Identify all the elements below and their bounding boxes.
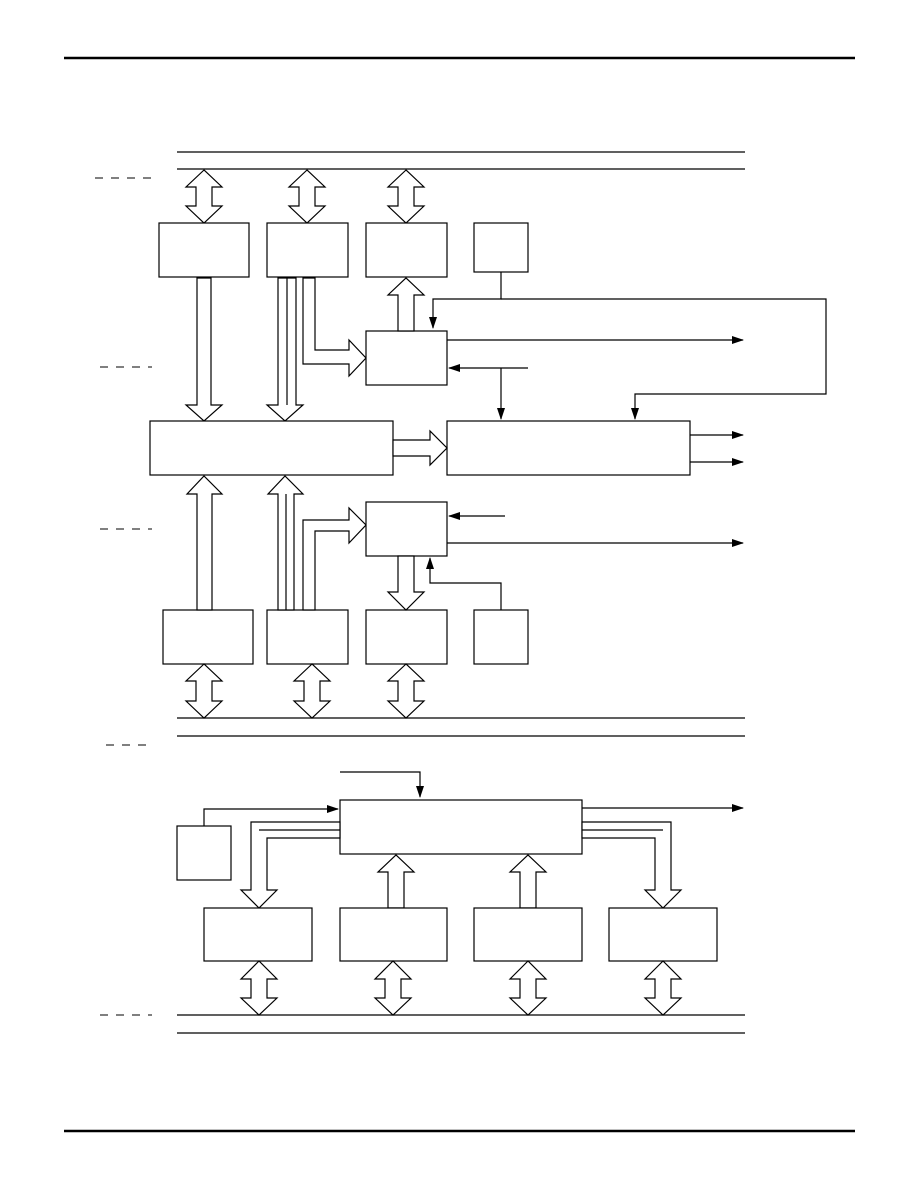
- bus-arrow-lower3-up: [508, 854, 548, 909]
- bus-arrow-mid-to-low3: [386, 555, 426, 611]
- block-lower-wide: [339, 799, 583, 855]
- signal-small-top-loop: [429, 272, 502, 329]
- signal-lower-top-in: [340, 771, 424, 798]
- bus-arrow-lower2-up: [376, 854, 416, 909]
- bus-arrow-top1-down: [184, 277, 224, 422]
- bus-arrow-lower-left: [239, 821, 341, 909]
- bus-lines-top: [177, 151, 745, 170]
- block-low-2: [266, 609, 349, 665]
- bus-arrow-low2-right: [302, 506, 367, 611]
- block-top-small: [473, 222, 529, 273]
- block-bottom-3: [473, 907, 583, 962]
- block-top-3: [365, 222, 448, 278]
- bus-lines-bottom: [177, 1014, 745, 1034]
- bus-arrow-lower-right: [581, 821, 683, 909]
- block-bottom-1: [203, 907, 313, 962]
- block-low-1: [162, 609, 254, 665]
- bidirectional-arrows-bottom: [239, 960, 683, 1016]
- block-bottom-2: [339, 907, 448, 962]
- bus-arrow-low1-up: [185, 475, 224, 611]
- signal-small-low: [426, 557, 502, 610]
- block-low-small: [473, 609, 529, 665]
- bus-lines-mid: [177, 717, 745, 737]
- block-lower-small: [176, 825, 232, 881]
- block-top-1: [158, 222, 250, 278]
- bidirectional-arrows-mid: [184, 663, 426, 719]
- bidirectional-arrows-top: [184, 169, 426, 224]
- bus-arrow-central-to-right: [392, 429, 448, 467]
- bus-arrow-top2-right: [302, 277, 367, 378]
- signal-loop-right: [501, 298, 827, 420]
- block-right-main: [446, 420, 691, 476]
- dashed-leaders: [95, 177, 152, 1016]
- block-central: [149, 420, 394, 476]
- block-mid-upper: [365, 330, 448, 386]
- bus-arrow-top2-down: [265, 277, 305, 422]
- block-top-2: [266, 222, 349, 278]
- signal-lower-small: [203, 805, 339, 826]
- block-bottom-4: [608, 907, 718, 962]
- block-low-3: [365, 609, 448, 665]
- bus-arrow-mid-to-top3: [386, 277, 426, 332]
- block-mid-lower: [365, 501, 448, 557]
